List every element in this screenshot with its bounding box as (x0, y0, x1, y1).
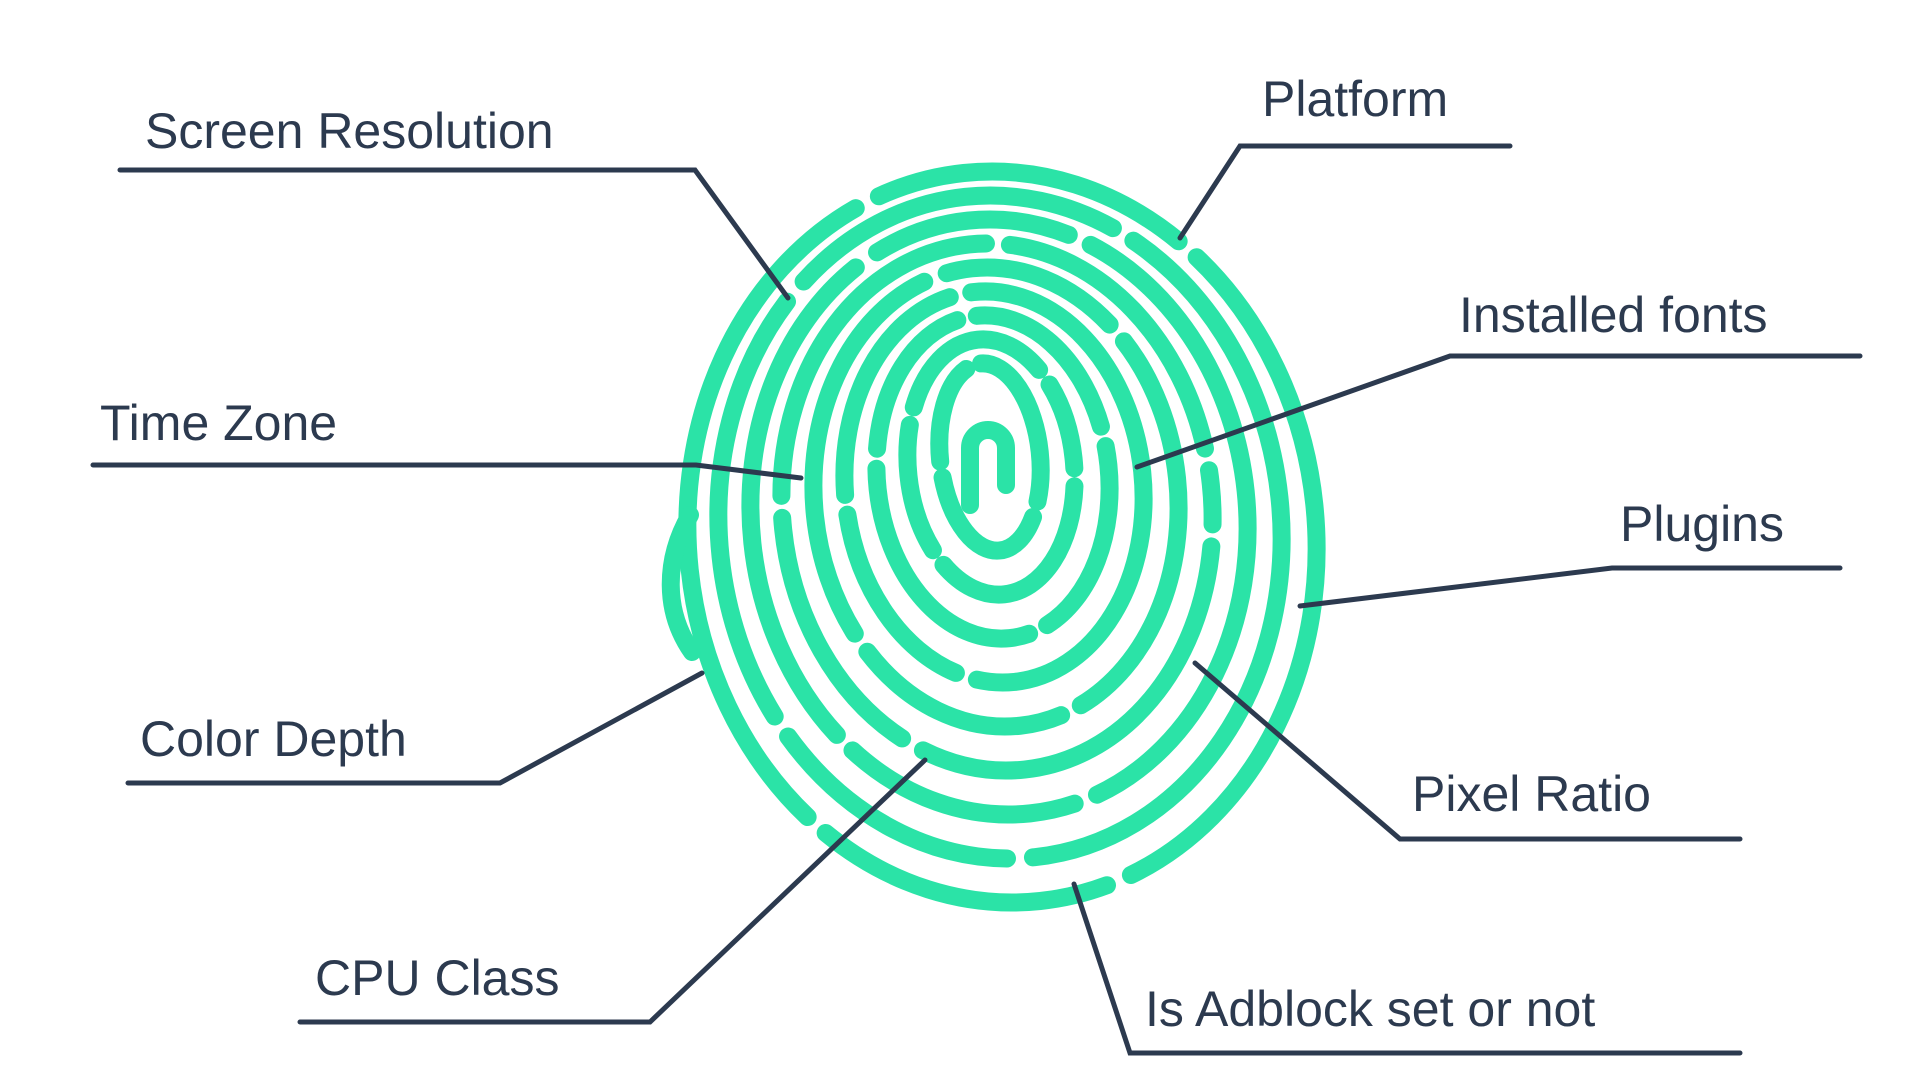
callout-is-adblock: Is Adblock set or not (1071, 881, 1743, 1056)
fingerprint-ridge (804, 258, 1188, 736)
label-is-adblock: Is Adblock set or not (1145, 981, 1595, 1037)
leader-line-platform (1177, 143, 1513, 241)
label-pixel-ratio: Pixel Ratio (1412, 766, 1651, 822)
fingerprint-ridge (867, 306, 1119, 648)
fingerprint-ridge (741, 210, 1257, 824)
callout-color-depth: Color Depth (125, 670, 705, 786)
fingerprint-ridge (898, 330, 1084, 604)
leader-line-cpu-class (297, 757, 928, 1025)
callout-platform: Platform (1177, 71, 1513, 241)
label-platform: Platform (1262, 71, 1448, 127)
label-color-depth: Color Depth (140, 711, 407, 767)
label-screen-resolution: Screen Resolution (145, 103, 554, 159)
label-plugins: Plugins (1620, 496, 1784, 552)
label-cpu-class: CPU Class (315, 950, 559, 1006)
fingerprint-icon (661, 162, 1326, 912)
fingerprint-ridge (930, 354, 1050, 560)
leader-line-plugins (1297, 565, 1843, 609)
label-installed-fonts: Installed fonts (1459, 287, 1768, 343)
fingerprint-ridge (709, 186, 1291, 868)
leader-line-installed-fonts (1134, 353, 1863, 470)
leader-line-is-adblock (1071, 881, 1743, 1056)
callout-screen-resolution: Screen Resolution (117, 103, 791, 301)
callout-pixel-ratio: Pixel Ratio (1192, 660, 1743, 842)
fingerprint-ridge (678, 162, 1326, 912)
callout-plugins: Plugins (1297, 496, 1843, 609)
leader-line-screen-resolution (117, 167, 791, 301)
leader-line-time-zone (90, 462, 804, 481)
label-time-zone: Time Zone (100, 395, 337, 451)
fingerprint-ridge (835, 282, 1153, 692)
leader-line-pixel-ratio (1192, 660, 1743, 842)
callout-cpu-class: CPU Class (297, 757, 928, 1025)
callout-installed-fonts: Installed fonts (1134, 287, 1863, 470)
fingerprint-notch (661, 506, 701, 661)
fingerprint-core (961, 421, 1015, 514)
fingerprint-ridge (772, 234, 1222, 780)
callout-time-zone: Time Zone (90, 395, 804, 481)
leader-line-color-depth (125, 670, 705, 786)
